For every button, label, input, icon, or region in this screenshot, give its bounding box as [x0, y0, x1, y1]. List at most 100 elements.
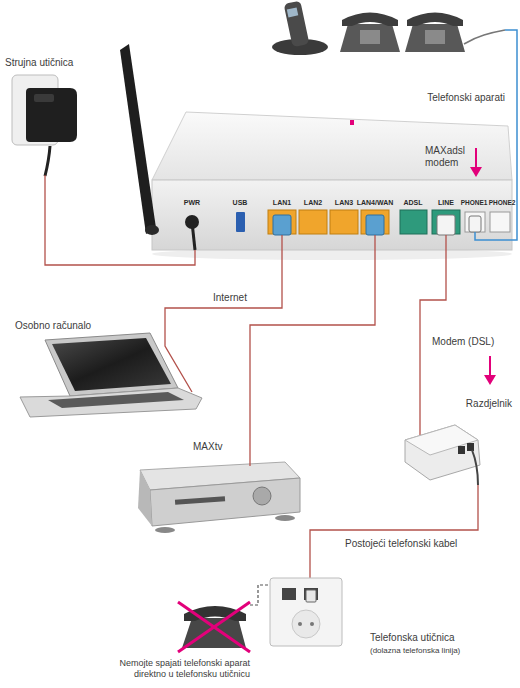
lan-port: [330, 210, 358, 234]
node-label: Razdjelnik: [425, 398, 512, 410]
node-label: Telefonska utičnica: [370, 632, 455, 644]
line-port: [432, 210, 460, 234]
splitter-node: Razdjelnik: [395, 395, 515, 485]
settopbox-node: MAXtv: [128, 438, 305, 540]
phone-cable-stub: [475, 232, 512, 240]
phone-port: [490, 212, 510, 232]
cable-stub: [165, 318, 192, 392]
computer-node: Osobno računalo: [8, 318, 205, 420]
cable-stub: [419, 395, 420, 436]
desk-phone-body: [340, 24, 400, 52]
line-plug: [437, 215, 455, 235]
phone-cord: [464, 30, 505, 44]
wall-socket-node: Telefonska utičnica (dolazna telefonska l…: [268, 565, 515, 662]
socket-round: [292, 610, 320, 638]
adapter-detail: [34, 94, 54, 102]
cable-stub: [445, 235, 446, 250]
splitter-cable: [472, 450, 478, 485]
laptop-keyboard: [48, 392, 184, 408]
laptop-screen: [52, 338, 171, 391]
phones-node: Telefonski aparati: [265, 0, 505, 108]
adsl-port: [400, 210, 427, 234]
node-label: Strujna utičnica: [5, 57, 73, 69]
stb-foot: [275, 515, 295, 521]
antenna: [120, 44, 156, 234]
port-label: LAN4/WAN: [350, 199, 400, 207]
cable-stub: [249, 438, 250, 466]
power-plug: [192, 222, 195, 250]
pointer-arrow: [475, 148, 477, 168]
phone-port: [465, 212, 485, 232]
port-label: ADSL: [388, 199, 438, 207]
desk-phone-keypad: [360, 30, 380, 44]
cable-connector: [420, 250, 446, 395]
socket-hole: [310, 622, 314, 626]
modem-front: [152, 180, 512, 250]
cable-connector: [505, 30, 517, 240]
stb-foot: [155, 527, 175, 533]
port-label: USB: [215, 199, 265, 207]
node-label: (dolazna telefonska linija): [370, 646, 460, 656]
cable-label: Internet: [213, 292, 247, 304]
lan-port: [361, 210, 389, 234]
pointer-arrow-head: [470, 167, 482, 177]
cable-connector: [165, 250, 282, 318]
network-plug: [273, 215, 291, 235]
pointer-arrow: [489, 356, 491, 376]
outlet-node: Strujna utičnica: [5, 55, 100, 175]
pointer-arrow-head: [484, 375, 496, 385]
cordless-handset: [284, 1, 310, 48]
socket-plug: [306, 590, 316, 602]
stb-front: [150, 478, 300, 526]
node-label: Telefonski aparati: [405, 92, 505, 104]
socket-plate: [270, 578, 342, 646]
port-label: PWR: [167, 199, 217, 207]
splitter-body: [405, 425, 480, 480]
cable-connector: [310, 485, 478, 565]
lan-port: [299, 210, 327, 234]
modem-top: [152, 112, 512, 180]
desk-phone-handset: [407, 13, 463, 27]
desk-phone-keypad: [425, 30, 445, 44]
splitter-top: [405, 425, 478, 455]
usb-port: [236, 212, 245, 232]
desk-phone-body: [405, 24, 465, 52]
antenna-base: [145, 225, 159, 235]
desk-phone-handset: [342, 13, 398, 27]
phone-plug: [469, 216, 481, 232]
port-label: PHONE2: [477, 199, 520, 207]
cable-connector: [250, 585, 268, 605]
node-label: MAXadsl modem: [425, 145, 480, 169]
node-label: Nemojte spajati telefonski aparat direkt…: [90, 658, 250, 680]
stb-button-pad: [253, 487, 271, 505]
cross-mark: [178, 602, 250, 652]
cable-connector: [45, 175, 195, 265]
warning-node: Nemojte spajati telefonski aparat direkt…: [50, 590, 250, 688]
cordless-screen: [287, 8, 298, 18]
power-cord: [45, 146, 50, 176]
port-label: LAN1: [257, 199, 307, 207]
lan-port: [268, 210, 296, 234]
socket-hole: [298, 622, 302, 626]
cable-connector: [250, 250, 375, 438]
stb-display: [175, 496, 225, 504]
node-label: Osobno računalo: [15, 320, 91, 332]
laptop-base: [20, 388, 202, 417]
power-adapter: [26, 88, 77, 142]
socket-jack: [282, 588, 296, 600]
cable-stub: [374, 235, 375, 250]
cable-label: Postojeći telefonski kabel: [345, 538, 457, 550]
network-plug: [366, 215, 384, 235]
port-label: LAN2: [288, 199, 338, 207]
splitter-jack: [458, 446, 465, 454]
cable-stub: [281, 235, 282, 250]
cross-mark: [178, 602, 250, 652]
cable-label: Modem (DSL): [432, 336, 494, 348]
laptop-lid: [45, 333, 178, 396]
node-label: MAXtv: [193, 441, 222, 453]
stb-side: [138, 470, 152, 526]
modem-node: MAXadsl modem: [150, 135, 512, 250]
modem-logo: [350, 120, 354, 125]
